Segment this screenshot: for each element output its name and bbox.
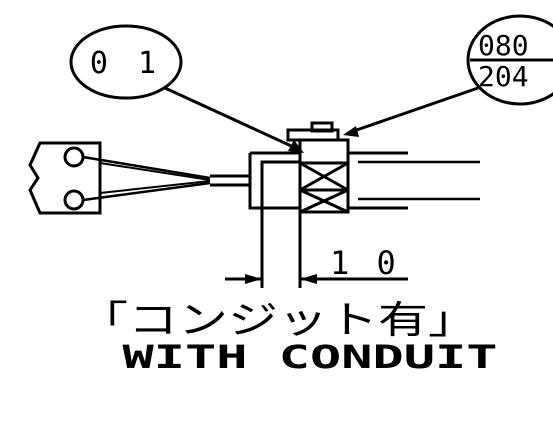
dimension-value: 1 0: [330, 244, 400, 282]
dimension-arrow-right: [300, 274, 317, 284]
balloon-ellipse: [69, 24, 183, 100]
leader-line-080: [343, 86, 479, 137]
fitting-collar: [260, 160, 302, 210]
dimension-10: 1 0: [225, 208, 408, 288]
balloon-bottom-label: 204: [478, 60, 529, 93]
pin-upper: [63, 146, 85, 168]
balloon-ellipse-right: [466, 14, 553, 106]
connector-plug: [28, 141, 211, 215]
caption-english: WITH CONDUIT: [123, 338, 498, 376]
conduit-fitting: [248, 121, 350, 214]
caption-japanese: 「コンジット有」: [78, 298, 478, 342]
leader-line-01: [164, 86, 304, 153]
pin-lower: [63, 189, 85, 211]
balloon-01-label: 0 1: [90, 46, 162, 81]
balloon-top-label: 080: [478, 29, 529, 62]
dimension-arrow-left: [245, 274, 262, 284]
fitting-screw: [310, 121, 334, 133]
callout-balloon-01: 0 1: [69, 24, 183, 100]
conduit-tube: [348, 151, 480, 210]
leader-arrowhead-right: [343, 126, 359, 137]
wire-stub: [210, 174, 250, 187]
callout-balloon-080-204: 080 204: [466, 14, 553, 106]
